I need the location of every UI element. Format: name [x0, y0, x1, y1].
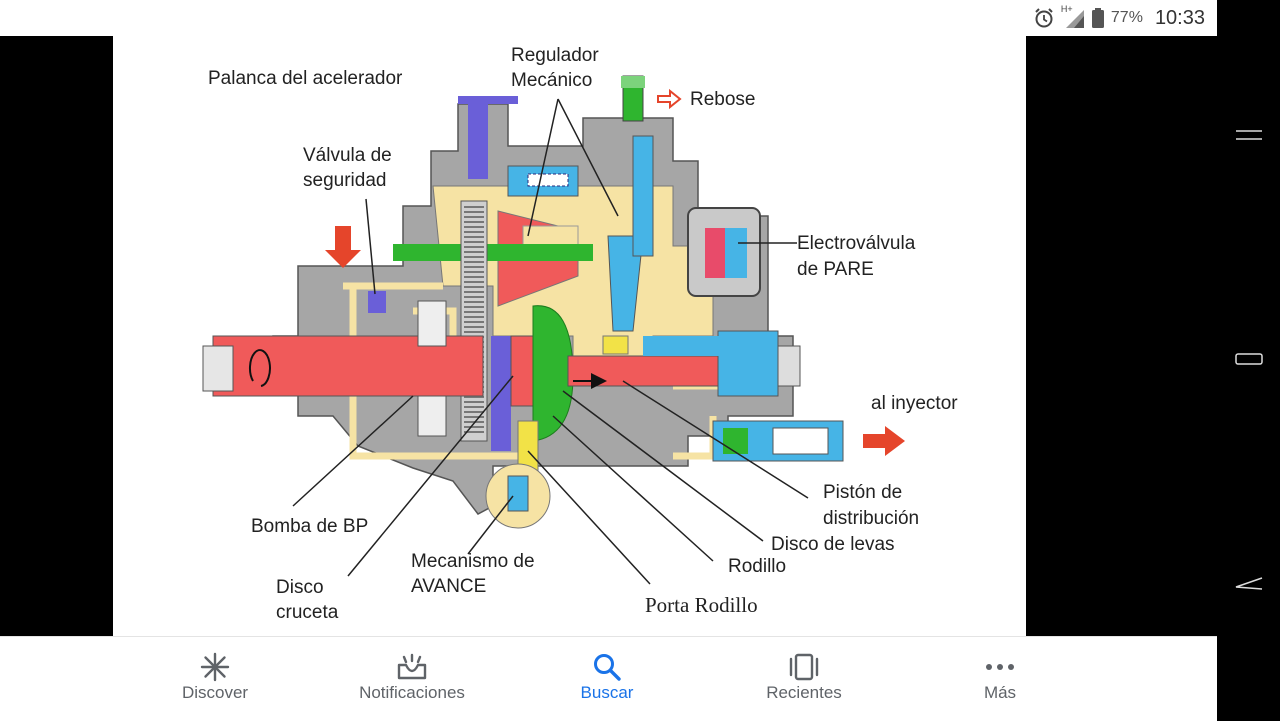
nav-notificaciones[interactable]: Notificaciones — [332, 637, 492, 721]
label-disco-cruceta-line1: Disco — [276, 577, 324, 598]
asterisk-icon — [200, 651, 230, 683]
image-viewer[interactable]: Palanca del acelerador Regulador Mecánic… — [0, 36, 1217, 636]
label-rodillo: Rodillo — [728, 556, 787, 577]
label-disco-cruceta-line2: cruceta — [276, 602, 339, 623]
overflow-arrow — [657, 88, 682, 110]
label-electrovalvula-line2: de PARE — [797, 259, 874, 280]
more-dots-icon — [985, 651, 1015, 683]
network-type-indicator: H+ — [1061, 4, 1085, 30]
label-porta-rodillo: Porta Rodillo — [645, 593, 758, 617]
label-piston-line1: Pistón de — [823, 482, 903, 503]
battery-icon — [1091, 7, 1105, 29]
label-al-inyector: al inyector — [871, 393, 958, 414]
pump-illustration — [202, 75, 905, 585]
notifications-tray-icon — [396, 651, 428, 683]
back-icon[interactable] — [1235, 576, 1263, 597]
label-disco-levas: Disco de levas — [771, 534, 895, 555]
home-icon[interactable] — [1235, 352, 1263, 371]
status-bar: H+ 77% 10:33 — [0, 0, 1217, 36]
safety-valve — [368, 291, 386, 313]
label-valvula-line1: Válvula de — [303, 145, 392, 166]
nav-notificaciones-label: Notificaciones — [359, 683, 465, 702]
recents-menu-icon[interactable] — [1235, 128, 1263, 146]
recents-icon — [788, 651, 820, 683]
nav-buscar[interactable]: Buscar — [527, 637, 687, 721]
nav-recientes[interactable]: Recientes — [724, 637, 884, 721]
clock: 10:33 — [1154, 6, 1205, 29]
label-regulador-line2: Mecánico — [511, 70, 593, 91]
label-valvula-line2: seguridad — [303, 170, 387, 191]
alarm-icon — [1033, 7, 1055, 29]
label-palanca-acelerador: Palanca del acelerador — [208, 68, 403, 89]
leader-lines — [292, 98, 809, 585]
nav-mas[interactable]: Más — [920, 637, 1080, 721]
label-piston-line2: distribución — [823, 508, 920, 529]
label-electrovalvula-line1: Electroválvula — [797, 233, 916, 254]
nav-recientes-label: Recientes — [766, 683, 842, 702]
nav-discover-label: Discover — [181, 683, 249, 702]
nav-buscar-label: Buscar — [580, 683, 634, 702]
signal-icon — [1065, 10, 1084, 28]
label-mecanismo-line1: Mecanismo de — [411, 551, 535, 572]
label-regulador-line1: Regulador — [511, 45, 599, 66]
label-rebose: Rebose — [690, 89, 756, 110]
regulator-shaft — [393, 244, 593, 261]
label-bomba-bp: Bomba de BP — [251, 516, 369, 537]
search-icon — [592, 651, 622, 683]
accelerator-lever — [458, 96, 518, 104]
nav-mas-label: Más — [983, 683, 1017, 702]
bottom-navigation: Discover Notificaciones Buscar Recientes… — [0, 636, 1217, 721]
inlet-arrow — [325, 226, 361, 268]
nav-discover[interactable]: Discover — [135, 637, 295, 721]
injection-pump-diagram: Palanca del acelerador Regulador Mecánic… — [113, 36, 1026, 636]
system-navigation-bar — [1217, 0, 1280, 720]
injector-arrow — [863, 426, 905, 456]
battery-percentage: 77% — [1110, 9, 1143, 26]
label-mecanismo-line2: AVANCE — [411, 576, 487, 597]
